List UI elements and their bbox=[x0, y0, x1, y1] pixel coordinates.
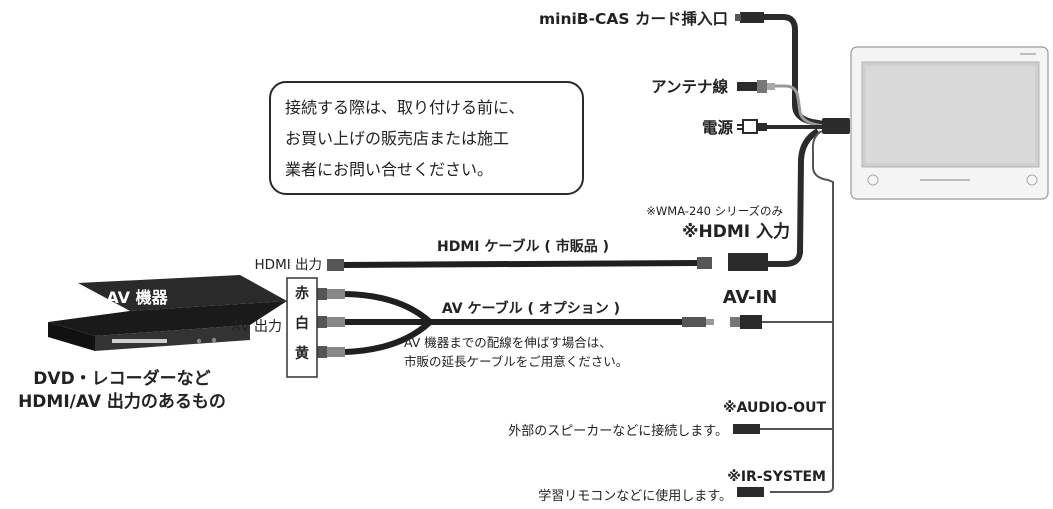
notice-line: お買い上げの販売店または施工 bbox=[285, 129, 509, 148]
label-audio-out: ※AUDIO-OUT bbox=[723, 400, 826, 416]
extension-note-line: AV 機器までの配線を伸ばす場合は、 bbox=[404, 335, 612, 350]
connector-plug-icon bbox=[728, 253, 768, 271]
connector-plug-icon bbox=[737, 487, 764, 497]
monitor-button-icon bbox=[867, 174, 879, 186]
monitor bbox=[850, 46, 1049, 200]
extension-note-line: 市販の延長ケーブルをご用意ください。 bbox=[404, 354, 628, 369]
rca-plug-icon bbox=[730, 315, 762, 329]
notice-line: 業者にお問い合せください。 bbox=[285, 160, 493, 179]
power-plug-icon bbox=[737, 119, 767, 134]
label-minib-cas: miniB-CAS カード挿入口 bbox=[539, 9, 728, 28]
antenna-plug-icon bbox=[737, 80, 775, 93]
label-av-cable: AV ケーブル ( オプション ) bbox=[442, 300, 620, 317]
jack-label-yellow: 黄 bbox=[295, 345, 309, 362]
label-hdmi-out: HDMI 出力 bbox=[255, 257, 322, 273]
cable-hub bbox=[822, 118, 850, 134]
cables bbox=[341, 14, 834, 493]
label-av-in: AV-IN bbox=[723, 287, 778, 308]
connector-plug-icon bbox=[735, 12, 764, 23]
label-wma-note: ※WMA-240 シリーズのみ bbox=[646, 204, 783, 218]
notice-box bbox=[269, 81, 584, 195]
av-device bbox=[48, 275, 287, 351]
monitor-button-icon bbox=[1026, 174, 1038, 186]
label-power: 電源 bbox=[702, 118, 734, 137]
connector-plug-icon bbox=[327, 259, 344, 271]
label-ir-system: ※IR-SYSTEM bbox=[727, 469, 826, 485]
label-hdmi-cable: HDMI ケーブル ( 市販品 ) bbox=[437, 238, 609, 255]
jack-label-white: 白 bbox=[295, 315, 309, 332]
label-av-device: AV 機器 bbox=[106, 288, 168, 307]
label-antenna: アンテナ線 bbox=[651, 77, 728, 96]
connector-plug-icon bbox=[733, 424, 760, 434]
device-caption-line: DVD・レコーダーなど bbox=[33, 368, 210, 389]
connector-plug-icon bbox=[697, 257, 712, 269]
notice-line: 接続する際は、取り付ける前に、 bbox=[285, 98, 525, 117]
jack-box bbox=[286, 277, 318, 378]
jack-label-red: 赤 bbox=[295, 286, 309, 302]
rca-plug-icon bbox=[317, 288, 345, 358]
label-ir-system-desc: 学習リモコンなどに使用します。 bbox=[538, 488, 732, 504]
rca-plug-icon bbox=[682, 317, 714, 327]
label-audio-out-desc: 外部のスピーカーなどに接続します。 bbox=[508, 423, 728, 439]
label-av-out: AV 出力 bbox=[231, 319, 282, 335]
label-hdmi-in: ※HDMI 入力 bbox=[682, 221, 790, 242]
device-caption-line: HDMI/AV 出力のあるもの bbox=[18, 391, 226, 412]
